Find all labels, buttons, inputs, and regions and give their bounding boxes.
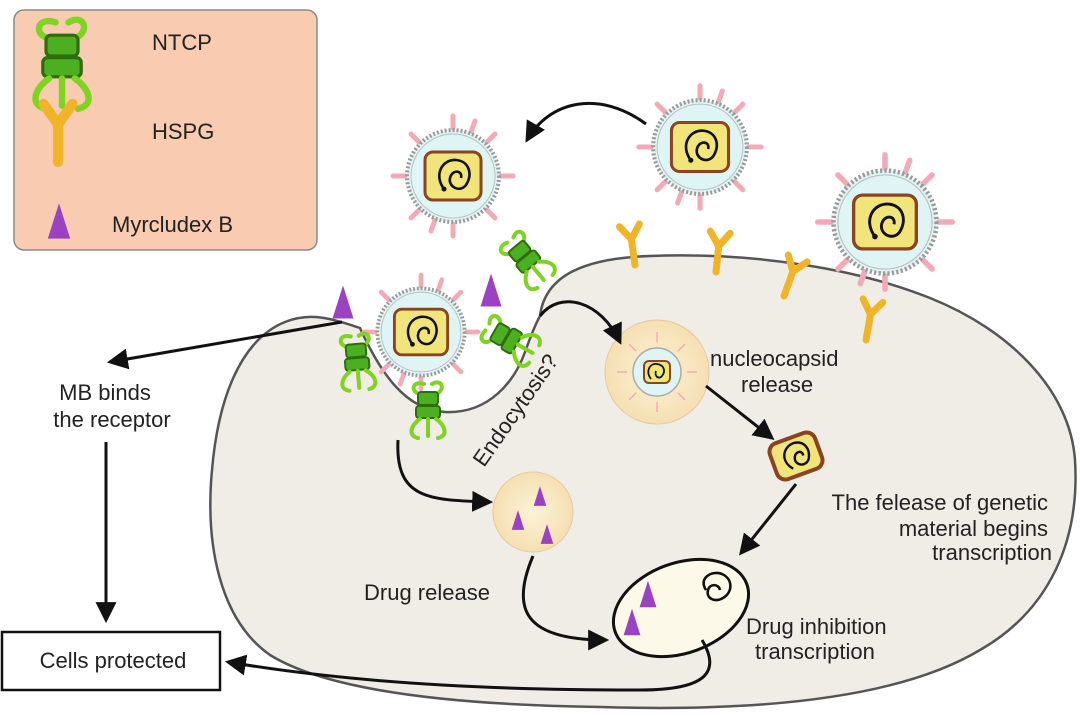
virus-icon bbox=[818, 155, 952, 289]
virus-icon bbox=[393, 116, 513, 236]
felease-label-line1: The felease of genetic bbox=[832, 490, 1048, 515]
legend-ntcp-label: NTCP bbox=[152, 30, 212, 55]
ntcp-receptor-icon bbox=[494, 226, 560, 295]
mb-binds-label-line1: MB binds bbox=[59, 380, 151, 405]
cells-protected-label: Cells protected bbox=[40, 648, 187, 673]
arrow-to-cells-protected-from-nucleus bbox=[224, 639, 712, 692]
virus-icon bbox=[639, 86, 761, 208]
nucleus-icon bbox=[611, 557, 751, 659]
arrow-to-released-capsid bbox=[705, 384, 775, 440]
cells-protected-box bbox=[0, 630, 222, 692]
drug-release-vesicle bbox=[492, 471, 574, 553]
drug-release-label: Drug release bbox=[364, 580, 490, 605]
arrow-to-nucleocapsid bbox=[538, 300, 622, 345]
felease-label-line3: transcription bbox=[932, 540, 1052, 565]
hepatocyte-cell bbox=[209, 254, 1077, 710]
nucleocapsid-label-line1: nucleocapsid bbox=[710, 346, 838, 371]
myrcludex-triangle-icon bbox=[480, 273, 502, 307]
felease-label-line2: material begins bbox=[899, 516, 1048, 541]
drug-inhibition-label-line1: Drug inhibition bbox=[746, 614, 887, 639]
arrow-mb-binds bbox=[106, 320, 343, 370]
arrow-virus-transfer bbox=[525, 101, 647, 143]
legend: NTCP HSPG Myrcludex B bbox=[13, 9, 318, 251]
legend-hspg-label: HSPG bbox=[152, 119, 214, 144]
arrow-to-drug-vesicle bbox=[396, 439, 494, 512]
drug-inhibition-label-line2: transcription bbox=[755, 639, 875, 664]
nucleocapsid-vesicle bbox=[604, 319, 710, 425]
arrow-drug-to-nucleus bbox=[521, 555, 610, 651]
virus-icon bbox=[364, 275, 478, 389]
mb-binds-label-line2: the receptor bbox=[53, 407, 170, 432]
myrcludex-triangle-icon bbox=[332, 285, 354, 319]
legend-myrcludex-label: Myrcludex B bbox=[112, 212, 233, 237]
nucleocapsid-label-line2: release bbox=[741, 372, 813, 397]
released-nucleocapsid bbox=[767, 430, 825, 482]
arrow-to-nucleus bbox=[739, 483, 798, 556]
